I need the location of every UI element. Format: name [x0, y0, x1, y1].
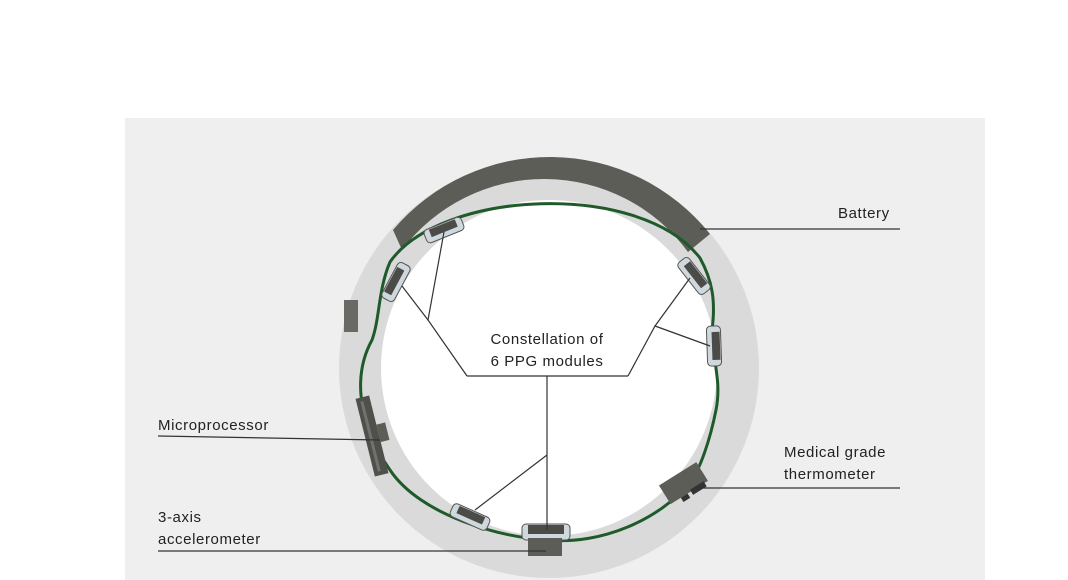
ppg-label: Constellation of 6 PPG modules — [462, 329, 632, 373]
ppg-label-line1: Constellation of — [490, 331, 604, 348]
battery-arc — [393, 156, 710, 252]
ppg-module — [381, 261, 411, 303]
microprocessor-label: Microprocessor — [158, 417, 269, 434]
ppg-label-line2: 6 PPG modules — [490, 353, 604, 370]
microprocessor-leader — [157, 435, 381, 441]
microprocessor-chip — [355, 395, 390, 477]
accelerometer-label: 3-axis accelerometer — [158, 507, 261, 551]
ppg-module — [423, 216, 465, 244]
ppg-leader-right-mid — [654, 325, 711, 347]
ppg-module — [449, 503, 491, 531]
accelerometer-chip — [528, 538, 562, 556]
ppg-leader-bottom-left — [474, 454, 548, 511]
thermometer-label-line1: Medical grade — [784, 444, 887, 461]
leader-lines — [157, 228, 900, 552]
left-component — [344, 300, 358, 332]
ppg-module — [705, 325, 723, 367]
battery-label: Battery — [838, 205, 890, 222]
ppg-leader-left-top — [401, 285, 429, 321]
ring-inner-hole — [381, 200, 717, 536]
thermometer-label: Medical grade thermometer — [784, 442, 886, 486]
ppg-module — [521, 523, 571, 541]
accelerometer-label-line1: 3-axis — [158, 509, 202, 526]
thermometer-label-line2: thermometer — [784, 466, 876, 483]
accelerometer-label-line2: accelerometer — [158, 531, 261, 548]
